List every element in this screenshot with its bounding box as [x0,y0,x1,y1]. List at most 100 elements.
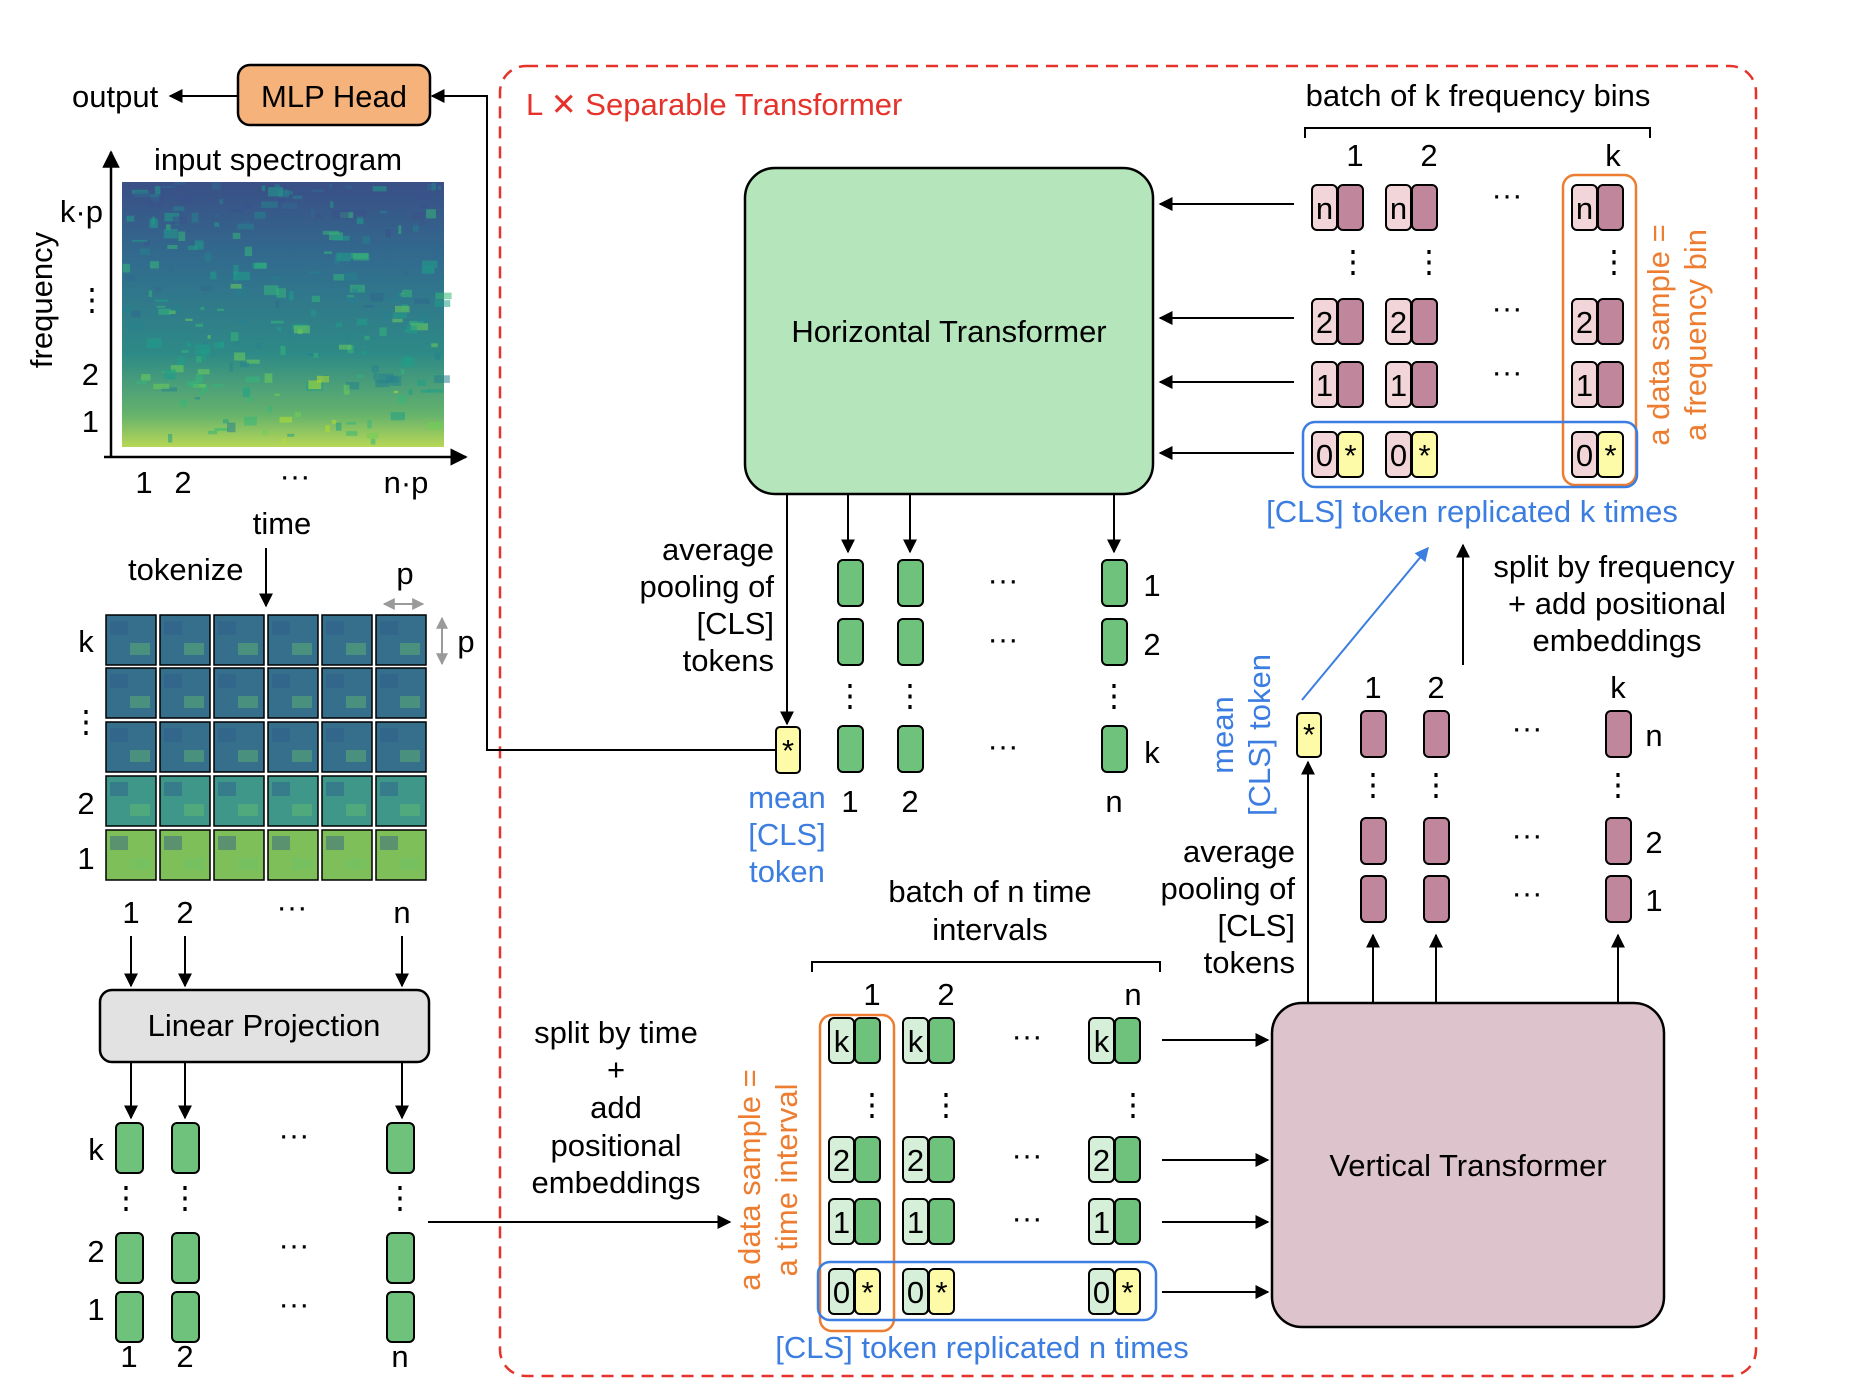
spectrogram-texture [128,321,144,330]
spectrogram-texture [271,320,284,324]
spectrogram-texture [122,263,130,273]
spectrogram-texture [347,295,354,298]
spectrogram-texture [409,321,424,325]
freq-embedding-token [1411,184,1438,231]
spectrogram-texture [267,406,272,413]
freq-embedding-token [1337,298,1364,345]
patch-embedding-token [171,1291,200,1343]
spectrogram-texture [254,262,267,269]
spectrogram-texture [356,374,363,378]
spectrogram-texture [342,272,358,281]
patch-texture [292,858,312,870]
linear-projection-label: Linear Projection [148,1008,381,1043]
spectrogram-texture [363,305,374,308]
spectrogram-texture [191,212,199,223]
patch-texture [130,643,150,655]
vertical-transformer-label: Vertical Transformer [1329,1148,1606,1183]
spectrogram-texture [315,212,322,219]
spectrogram-texture [200,350,207,361]
patch-texture [164,674,182,688]
patch-texture [184,696,204,708]
spectrogram-texture [254,211,266,219]
spectrogram-texture [155,286,162,292]
patch-embedding-token [1114,1017,1141,1064]
spectrogram-texture [159,231,167,234]
patch-texture [292,750,312,762]
patch-texture [326,621,344,635]
patch-embedding-token [854,1017,881,1064]
spectrogram-texture [412,225,419,232]
spectrogram-patch [105,829,157,881]
time-col-label: 1 [863,977,880,1012]
patch-texture [164,621,182,635]
patch-embedding-token [854,1198,881,1245]
spectrogram-patch [375,775,427,827]
vertical-output-token [1360,710,1387,758]
spectrogram-texture [262,429,268,435]
spectrogram-texture [172,216,187,224]
horizontal-row-label: 2 [1143,627,1160,662]
spectrogram-texture [230,283,242,289]
time-sample-annotation: a time interval [769,1084,804,1277]
spectrogram-texture [287,332,292,338]
spectrogram-texture [170,365,184,373]
vertical-ellipsis: ⋮ [1099,678,1130,713]
spectrogram-texture [370,438,376,445]
spectrogram-texture [370,293,384,302]
horizontal-ellipsis: ··· [279,1117,310,1152]
spectrogram-texture [373,372,377,380]
spectrogram-texture [233,265,239,275]
spectrogram-texture [194,344,211,355]
patch-texture [326,836,344,850]
time-position-label: 2 [1093,1143,1110,1178]
embedding-col-label: 1 [120,1339,137,1374]
horizontal-output-token [897,559,924,607]
patch-col-label: n [393,895,410,930]
spectrogram-texture [197,369,210,375]
horizontal-output-token [1101,559,1128,607]
vertical-transformer-box [1270,1001,1666,1329]
spectrogram-texture [195,323,204,327]
spectrogram-texture [195,373,203,383]
spectrogram-texture [420,389,430,393]
separable-transformer-frame [498,64,1758,1378]
patch-texture [164,728,182,742]
spectrogram-texture [207,430,218,435]
linear-projection-box [98,988,431,1064]
horizontal-pooling-text: tokens [683,643,774,678]
spectrogram-texture [325,425,330,433]
patch-texture [292,804,312,816]
patch-texture [400,696,420,708]
freq-sample-highlight [1561,173,1638,487]
patch-texture [292,696,312,708]
cls-star: * [1121,1275,1133,1310]
horizontal-col-label: 1 [841,784,858,819]
spectrogram-texture [211,384,225,387]
vertical-ellipsis: ⋮ [857,1087,888,1122]
spectrogram-texture [346,431,358,436]
spectrogram-texture [434,375,450,383]
time-cls-annotation: [CLS] token replicated n times [775,1330,1189,1365]
spectrogram-texture [131,310,141,318]
spectrogram-texture [392,318,403,323]
spectrogram-patch [159,614,211,666]
vertical-mean-cls-label: [CLS] token [1242,654,1277,816]
spectrogram-texture [328,184,333,188]
spectrogram-title: input spectrogram [154,142,402,177]
vertical-pooling-text: [CLS] [1217,908,1295,943]
vertical-ellipsis: ⋮ [170,1180,201,1215]
patch-texture [110,728,128,742]
spectrogram-patch [159,829,211,881]
vertical-row-label: 1 [1645,883,1662,918]
spectrogram-texture [301,230,306,234]
spectrogram-texture [292,195,303,199]
vertical-output-tokens [1360,710,1632,923]
spectrogram-texture [178,231,186,241]
spectrogram-texture [161,387,177,392]
spectrogram-texture [356,216,364,225]
spectrogram-texture [230,332,239,342]
spectrogram-texture [153,383,170,389]
spectrogram-texture [154,299,169,302]
patch-texture [380,782,398,796]
